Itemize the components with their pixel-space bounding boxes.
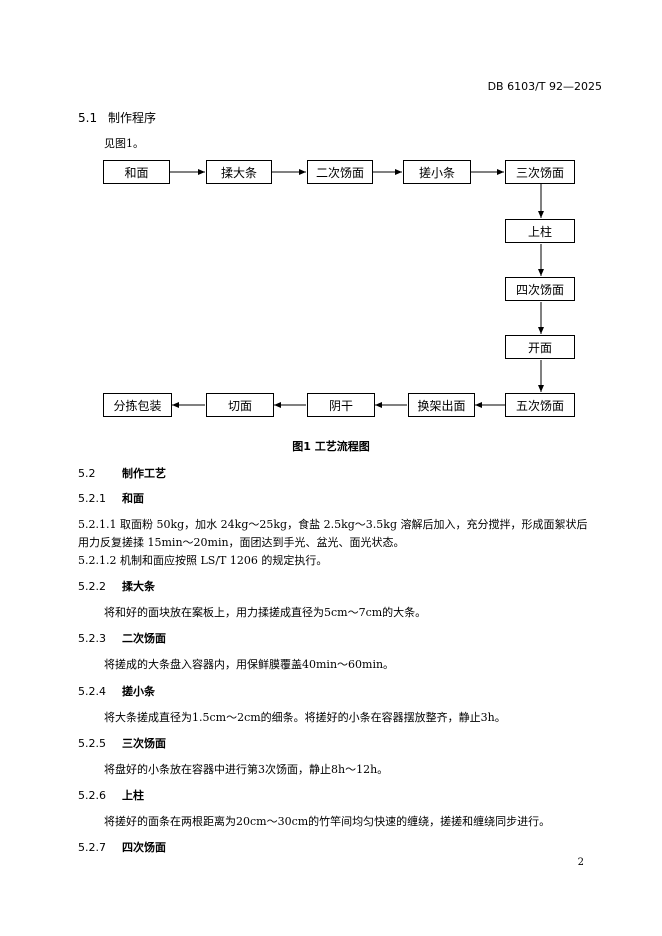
step-box: 四次饧面 [505,277,575,301]
paragraph: 将盘好的小条放在容器中进行第3次饧面，静止8h～12h。 [104,763,389,776]
paragraph: 将和好的面块放在案板上，用力揉搓成直径为5cm～7cm的大条。 [104,606,427,619]
step-box: 上柱 [505,219,575,243]
subsection-title: 二次饧面 [122,632,166,645]
section-title: 制作程序 [108,111,157,125]
subsection-number: 5.2.4 [78,685,106,698]
subsection-heading: 5.2.6 上柱 [78,787,144,803]
subsection-number: 5.2.5 [78,737,106,750]
step-box: 阴干 [307,393,375,417]
subsection-number: 5.2.7 [78,841,106,854]
subsection-heading: 5.2.3 二次饧面 [78,630,166,646]
paragraph: 将大条搓成直径为1.5cm～2cm的细条。将搓好的小条在容器摆放整齐，静止3h。 [104,711,506,724]
step-box: 开面 [505,335,575,359]
subsection-heading: 5.2.2 揉大条 [78,578,155,594]
section-5-1-text: 见图1。 [104,137,144,150]
subsection-number: 5.2.6 [78,789,106,802]
step-box: 揉大条 [206,160,272,184]
subsection-title: 上柱 [122,789,144,802]
step-box: 和面 [103,160,170,184]
subsection-title: 揉大条 [122,580,155,593]
section-5-2-heading: 5.2 制作工艺 [78,465,166,481]
step-box: 搓小条 [403,160,471,184]
section-5-1-heading: 5.1 制作程序 [78,109,156,126]
subsection-heading: 5.2.5 三次饧面 [78,735,166,751]
paragraph: 将搓好的面条在两根距离为20cm～30cm的竹竿间均匀快速的缠绕，搓搓和缠绕同步… [104,815,551,828]
section-number: 5.1 [78,111,98,125]
subsection-title: 搓小条 [122,685,155,698]
subsection-heading: 5.2.4 搓小条 [78,683,155,699]
step-box: 分拣包装 [103,393,172,417]
step-box: 二次饧面 [307,160,373,184]
paragraph: 5.2.1.1 取面粉 50kg，加水 24kg～25kg，食盐 2.5kg～3… [78,518,588,531]
subsection-title: 和面 [122,492,144,505]
paragraph: 用力反复搓揉 15min～20min，面团达到手光、盆光、面光状态。 [78,536,405,549]
standard-code: DB 6103/T 92—2025 [487,80,602,93]
subsection-title: 四次饧面 [122,841,166,854]
subsection-number: 5.2.1 [78,492,106,505]
subsection-heading: 5.2.7 四次饧面 [78,839,166,855]
paragraph: 5.2.1.2 机制和面应按照 LS/T 1206 的规定执行。 [78,554,328,567]
section-number: 5.2 [78,467,96,480]
subsection-heading: 5.2.1 和面 [78,490,144,506]
paragraph: 将搓成的大条盘入容器内，用保鲜膜覆盖40min～60min。 [104,658,395,671]
subsection-number: 5.2.2 [78,580,106,593]
flowchart-arrows [170,169,544,408]
step-box: 换架出面 [408,393,475,417]
step-box: 切面 [206,393,274,417]
step-box: 三次饧面 [505,160,575,184]
section-title: 制作工艺 [122,467,166,480]
figure-caption: 图1 工艺流程图 [292,440,370,453]
page-number: 2 [577,857,584,868]
subsection-title: 三次饧面 [122,737,166,750]
subsection-number: 5.2.3 [78,632,106,645]
step-box: 五次饧面 [505,393,575,417]
